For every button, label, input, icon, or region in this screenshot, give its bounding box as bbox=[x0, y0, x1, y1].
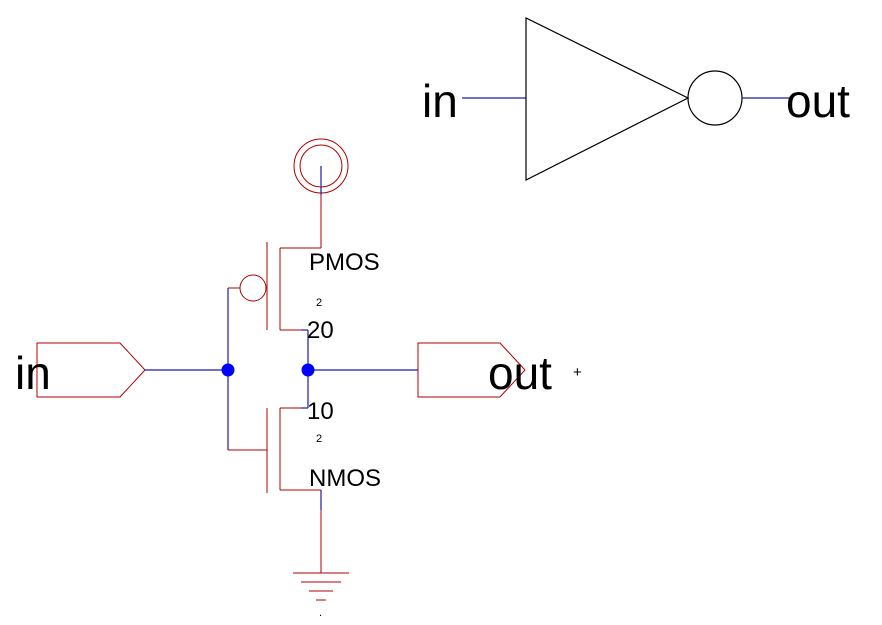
inverter-triangle bbox=[525, 17, 690, 181]
nmos-length-label: 2 bbox=[316, 433, 322, 445]
pmos-transistor bbox=[228, 242, 321, 331]
inverter-bubble bbox=[687, 70, 743, 126]
nmos-transistor bbox=[228, 407, 321, 493]
ground-icon bbox=[293, 572, 349, 601]
output-marker: + bbox=[573, 364, 582, 381]
input-pin-label: in bbox=[15, 347, 51, 399]
symbol-input-label: in bbox=[422, 75, 458, 127]
input-junction-dot bbox=[221, 363, 235, 377]
pmos-gate-bubble bbox=[239, 274, 267, 302]
nmos-name-label: NMOS bbox=[309, 465, 381, 492]
pmos-width-label: 20 bbox=[307, 317, 334, 344]
input-pin-icon bbox=[36, 342, 146, 398]
output-pin-icon bbox=[417, 342, 526, 398]
inverter-symbol: in out bbox=[422, 17, 850, 181]
ground-dot: . bbox=[319, 607, 322, 619]
pmos-length-label: 2 bbox=[316, 297, 322, 309]
output-junction-dot bbox=[301, 363, 315, 377]
symbol-output-label: out bbox=[786, 75, 850, 127]
transistor-schematic: . in out + PMOS 2 20 10 2 NMOS bbox=[15, 138, 582, 619]
output-pin-label: out bbox=[488, 347, 552, 399]
nmos-width-label: 10 bbox=[307, 398, 334, 425]
pmos-name-label: PMOS bbox=[309, 249, 380, 276]
